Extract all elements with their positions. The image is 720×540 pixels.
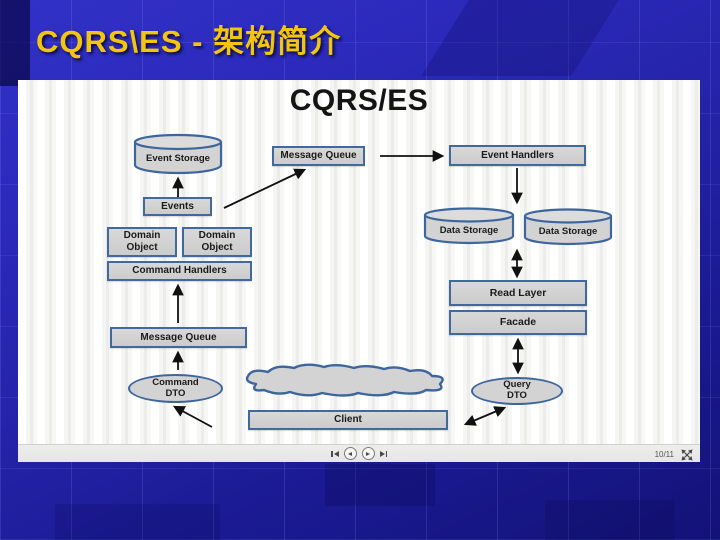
background-patch xyxy=(55,504,220,540)
node-label: Data Storage xyxy=(538,225,598,237)
previous-slide-icon xyxy=(348,451,352,456)
node-label: Data Storage xyxy=(439,224,499,236)
node-label: Domain Object xyxy=(123,230,161,253)
node-data-storage-1: Data Storage xyxy=(423,207,515,245)
database-cylinder-icon xyxy=(423,207,515,245)
node-label: Command Handlers xyxy=(132,265,227,276)
node-label: Query xyxy=(503,379,531,391)
node-label: Command xyxy=(152,376,199,388)
previous-slide-button[interactable] xyxy=(343,447,357,460)
viewer-toolbar: 10/11 xyxy=(18,444,700,462)
node-message-queue-bottom: Message Queue xyxy=(110,327,247,348)
node-domain-object-1: Domain Object xyxy=(107,227,177,257)
node-label: Event Handlers xyxy=(481,149,554,161)
node-client: Client xyxy=(248,410,448,430)
node-command-dto: Command DTO xyxy=(128,374,223,403)
database-cylinder-icon xyxy=(523,208,613,246)
skip-to-last-icon xyxy=(385,450,387,457)
node-event-handlers: Event Handlers xyxy=(449,145,586,166)
node-domain-object-2: Domain Object xyxy=(182,227,252,257)
node-read-layer: Read Layer xyxy=(449,280,587,306)
node-message-queue-top: Message Queue xyxy=(272,146,365,166)
background-patch xyxy=(0,0,30,86)
node-label: Read Layer xyxy=(489,286,547,299)
node-label: Message Queue xyxy=(280,150,357,161)
database-cylinder-icon xyxy=(133,133,223,175)
node-label: Events xyxy=(161,200,194,212)
slide-canvas: CQRS/ES Event Storage Message Queue Even… xyxy=(18,80,700,462)
skip-to-last-icon xyxy=(379,450,385,457)
fullscreen-button[interactable] xyxy=(681,448,693,461)
skip-to-first-icon xyxy=(333,450,339,457)
node-query-dto: Query DTO xyxy=(471,377,563,405)
node-label: Client xyxy=(334,414,362,425)
background-patch xyxy=(325,464,435,506)
fullscreen-toggle-icon xyxy=(681,449,693,461)
slide-navigation xyxy=(331,445,387,463)
node-events: Events xyxy=(143,197,212,216)
cqrs-diagram: CQRS/ES Event Storage Message Queue Even… xyxy=(18,80,700,444)
node-label: DTO xyxy=(165,387,186,399)
node-label: DTO xyxy=(507,390,527,401)
node-label: Message Queue xyxy=(140,331,217,343)
node-event-storage: Event Storage xyxy=(133,133,223,175)
node-label: Event Storage xyxy=(146,152,210,164)
skip-to-first-icon xyxy=(331,450,333,457)
node-command-handlers: Command Handlers xyxy=(107,261,252,281)
background-patch xyxy=(545,500,675,540)
node-data-storage-2: Data Storage xyxy=(523,208,613,246)
page-indicator: 10/11 xyxy=(654,450,674,459)
first-slide-button[interactable] xyxy=(331,450,339,457)
network-cloud-icon xyxy=(242,362,452,398)
next-slide-button[interactable] xyxy=(361,447,375,460)
node-facade: Facade xyxy=(449,310,587,335)
node-label: Facade xyxy=(499,316,537,329)
diagram-heading: CQRS/ES xyxy=(289,84,429,117)
slide-title: CQRS\ES - 架构简介 xyxy=(36,24,342,59)
last-slide-button[interactable] xyxy=(379,450,387,457)
node-label: Domain Object xyxy=(198,230,236,253)
cloud-shape xyxy=(245,363,444,397)
next-slide-icon xyxy=(366,451,370,456)
